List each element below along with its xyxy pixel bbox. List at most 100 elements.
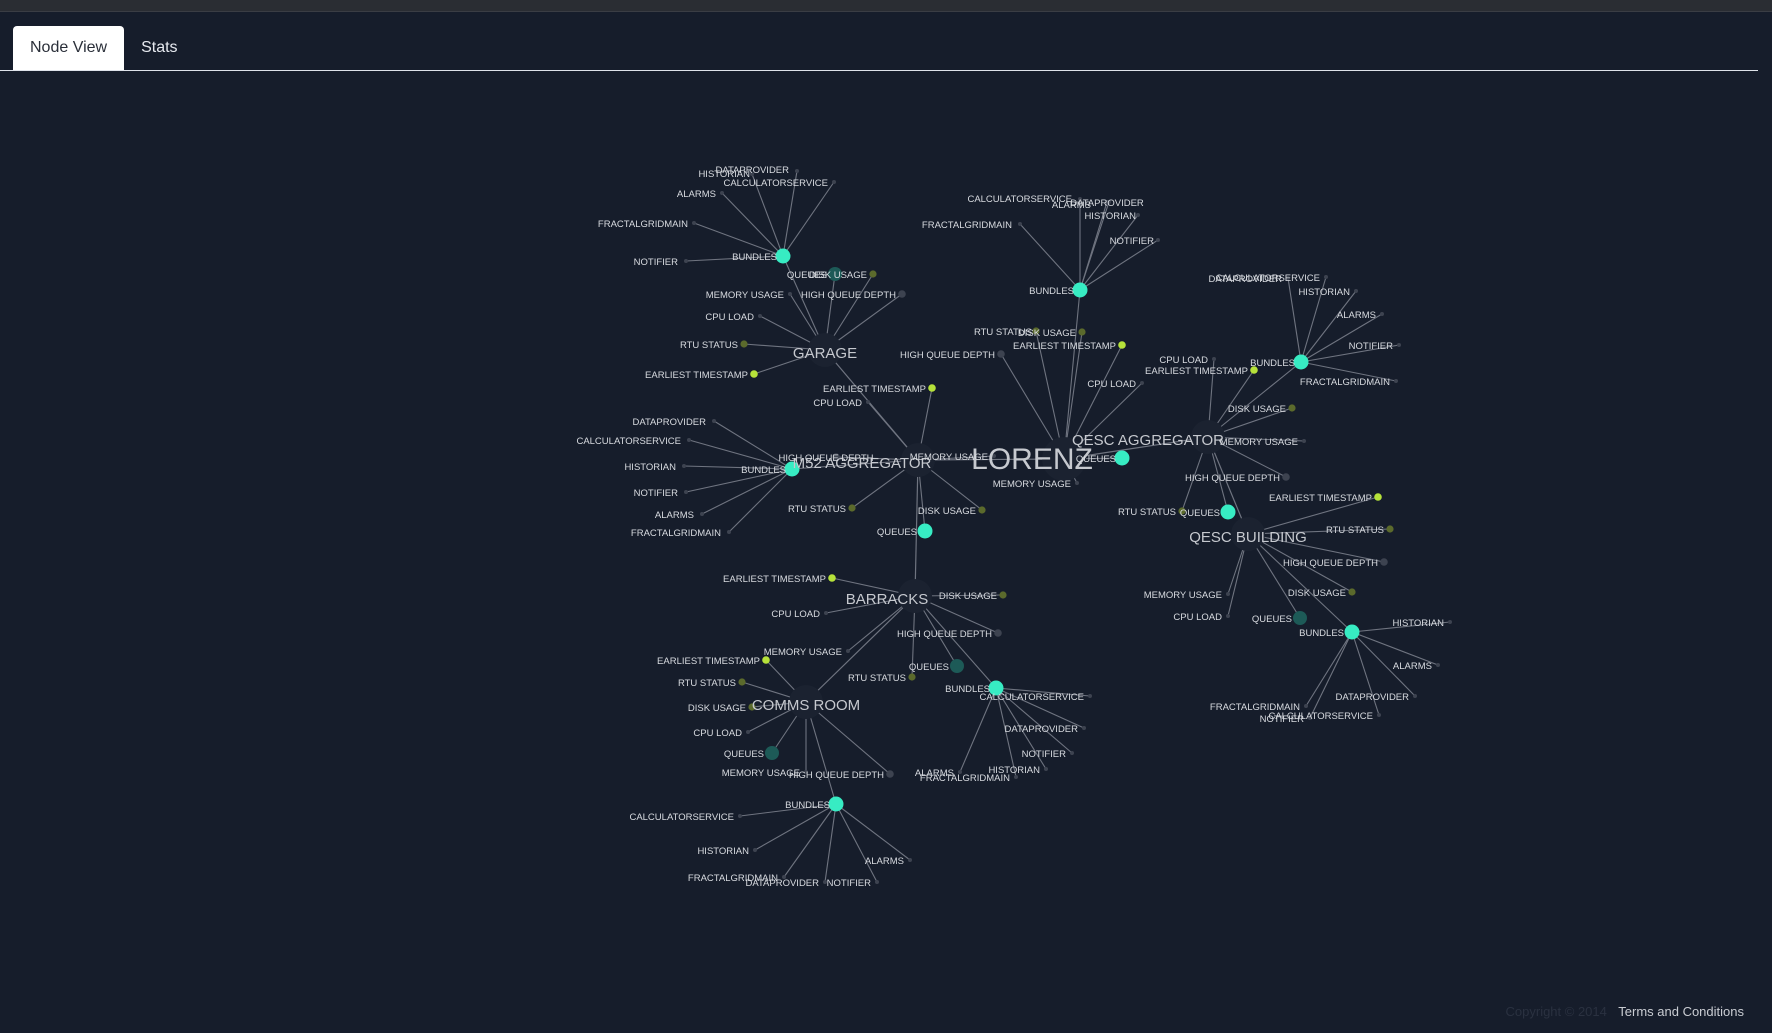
- node-earliest-timestamp-m_early[interactable]: [928, 384, 936, 392]
- node-earliest-timestamp-qa_early[interactable]: [1250, 366, 1258, 374]
- node-queues-ga_queues[interactable]: [828, 267, 842, 281]
- node-cpu-load-ba_cpu[interactable]: [824, 611, 828, 615]
- node-queues-qb_queues[interactable]: [1293, 611, 1307, 625]
- node-fractalgridmain-ga_b_fgm[interactable]: [692, 221, 696, 225]
- node-high-queue-depth-co_hqd[interactable]: [886, 770, 894, 778]
- node-queues-lz_queues[interactable]: [1114, 450, 1130, 466]
- node-disk-usage-co_disk[interactable]: [748, 703, 756, 711]
- tab-node-view[interactable]: Node View: [13, 26, 125, 70]
- node-bundles-qa_bundles[interactable]: [1293, 354, 1309, 370]
- node-memory-usage-ba_mem[interactable]: [846, 649, 850, 653]
- hub-node-comms[interactable]: [789, 685, 823, 719]
- node-cpu-load-lz_cpu[interactable]: [1140, 381, 1144, 385]
- node-memory-usage-qa_mem[interactable]: [1302, 439, 1306, 443]
- node-bundles-ga_bundles[interactable]: [775, 248, 791, 264]
- node-high-queue-depth-m_hqd[interactable]: [832, 453, 840, 461]
- node-rtu-status-m_rtu[interactable]: [848, 504, 856, 512]
- node-alarms-qa_b_alarms[interactable]: [1380, 312, 1384, 316]
- node-fractalgridmain-co_b_fgm[interactable]: [782, 875, 786, 879]
- node-bundles-lz_bundles[interactable]: [1072, 282, 1088, 298]
- node-dataprovider-co_b_dp[interactable]: [823, 880, 827, 884]
- node-earliest-timestamp-co_early[interactable]: [762, 656, 770, 664]
- node-high-queue-depth-qa_hqd[interactable]: [1282, 473, 1290, 481]
- node-disk-usage-qb_disk[interactable]: [1348, 588, 1356, 596]
- node-memory-usage-qb_mem[interactable]: [1226, 592, 1230, 596]
- node-historian-co_b_hist[interactable]: [753, 848, 757, 852]
- node-rtu-status-lz_rtu[interactable]: [1032, 327, 1040, 335]
- node-memory-usage-lz_mem[interactable]: [1075, 481, 1079, 485]
- node-bundles-qb_bundles[interactable]: [1344, 624, 1360, 640]
- node-fractalgridmain-qa_b_fgm[interactable]: [1394, 379, 1398, 383]
- node-alarms-ba_b_alarms[interactable]: [958, 770, 962, 774]
- node-queues-qa_queues[interactable]: [1220, 504, 1236, 520]
- node-calculatorservice-qb_b_calc[interactable]: [1377, 713, 1381, 717]
- node-disk-usage-qa_disk[interactable]: [1288, 404, 1296, 412]
- node-cpu-load-co_cpu[interactable]: [746, 730, 750, 734]
- node-calculatorservice-ga_b_calc[interactable]: [832, 180, 836, 184]
- node-disk-usage-m_disk[interactable]: [978, 506, 986, 514]
- node-high-queue-depth-ga_hqd[interactable]: [898, 290, 906, 298]
- node-notifier-co_b_notif[interactable]: [875, 880, 879, 884]
- node-disk-usage-ga_disk[interactable]: [869, 270, 877, 278]
- node-earliest-timestamp-ga_early[interactable]: [750, 370, 758, 378]
- hub-node-qesc_bld[interactable]: [1231, 517, 1265, 551]
- node-alarms-co_b_alarms[interactable]: [908, 858, 912, 862]
- hub-node-lorenz[interactable]: [1042, 437, 1086, 481]
- hub-node-qesc_agg[interactable]: [1191, 420, 1225, 454]
- node-historian-ba_b_hist[interactable]: [1044, 767, 1048, 771]
- node-historian-qa_b_hist[interactable]: [1354, 289, 1358, 293]
- terms-link[interactable]: Terms and Conditions: [1618, 1004, 1744, 1019]
- hub-node-barracks[interactable]: [898, 579, 932, 613]
- node-notifier-ga_b_notif[interactable]: [684, 259, 688, 263]
- node-notifier-qa_b_notif[interactable]: [1397, 343, 1401, 347]
- node-rtu-status-qa_rtu[interactable]: [1178, 507, 1186, 515]
- node-dataprovider-ga_b_dp[interactable]: [795, 169, 799, 173]
- node-fractalgridmain-m_b_fgm[interactable]: [727, 530, 731, 534]
- node-calculatorservice-lz_b_calc[interactable]: [1078, 197, 1082, 201]
- node-disk-usage-lz_disk[interactable]: [1078, 328, 1086, 336]
- node-memory-usage-co_mem[interactable]: [804, 770, 808, 774]
- node-queues-ba_queues[interactable]: [950, 659, 964, 673]
- node-rtu-status-co_rtu[interactable]: [738, 678, 746, 686]
- node-alarms-ga_b_alarms[interactable]: [720, 191, 724, 195]
- node-cpu-load-ga_cpu[interactable]: [758, 314, 762, 318]
- tab-stats[interactable]: Stats: [141, 39, 178, 56]
- node-historian-qb_b_hist[interactable]: [1448, 620, 1452, 624]
- node-memory-usage-m_mem[interactable]: [992, 454, 996, 458]
- node-alarms-m_b_alarms[interactable]: [700, 512, 704, 516]
- node-memory-usage-ga_mem[interactable]: [788, 292, 792, 296]
- node-historian-lz_b_hist[interactable]: [1136, 213, 1140, 217]
- node-high-queue-depth-qb_hqd[interactable]: [1380, 558, 1388, 566]
- node-dataprovider-qa_b_dp[interactable]: [1286, 276, 1290, 280]
- node-queues-m_queues[interactable]: [917, 523, 933, 539]
- node-high-queue-depth-ba_hqd[interactable]: [994, 629, 1002, 637]
- node-disk-usage-ba_disk[interactable]: [999, 591, 1007, 599]
- node-rtu-status-ba_rtu[interactable]: [908, 673, 916, 681]
- node-earliest-timestamp-ba_early[interactable]: [828, 574, 836, 582]
- node-calculatorservice-m_b_calc[interactable]: [687, 438, 691, 442]
- hub-node-m52[interactable]: [901, 443, 935, 477]
- node-rtu-status-ga_rtu[interactable]: [740, 340, 748, 348]
- node-notifier-lz_b_notif[interactable]: [1156, 238, 1160, 242]
- node-earliest-timestamp-qb_early[interactable]: [1374, 493, 1382, 501]
- node-cpu-load-m_cpu[interactable]: [866, 400, 870, 404]
- node-historian-m_b_hist[interactable]: [682, 464, 686, 468]
- node-fractalgridmain-qb_b_fgm[interactable]: [1304, 704, 1308, 708]
- node-queues-co_queues[interactable]: [765, 746, 779, 760]
- node-earliest-timestamp-lz_early[interactable]: [1118, 341, 1126, 349]
- node-fractalgridmain-ba_b_fgm[interactable]: [1014, 775, 1018, 779]
- node-historian-ga_b_hist[interactable]: [750, 172, 754, 176]
- node-dataprovider-lz_b_dp[interactable]: [1107, 200, 1111, 204]
- node-cpu-load-qa_cpu[interactable]: [1212, 357, 1216, 361]
- node-fractalgridmain-lz_b_fgm[interactable]: [1018, 222, 1022, 226]
- node-dataprovider-ba_b_dp[interactable]: [1082, 726, 1086, 730]
- node-rtu-status-qb_rtu[interactable]: [1386, 525, 1394, 533]
- node-dataprovider-qb_b_dp[interactable]: [1413, 694, 1417, 698]
- node-bundles-ba_bundles[interactable]: [988, 680, 1004, 696]
- node-cpu-load-qb_cpu[interactable]: [1226, 614, 1230, 618]
- hub-node-garage[interactable]: [808, 333, 842, 367]
- node-bundles-m_bundles[interactable]: [784, 461, 800, 477]
- node-calculatorservice-ba_b_calc[interactable]: [1088, 694, 1092, 698]
- node-high-queue-depth-lz_hqd[interactable]: [997, 350, 1005, 358]
